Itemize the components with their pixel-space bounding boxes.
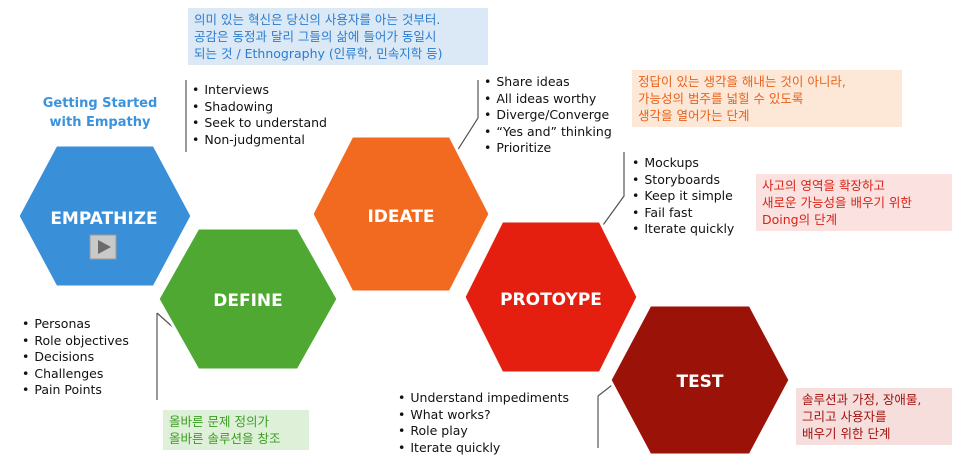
define-hexagon [156, 226, 340, 372]
define-bullet: Pain Points [22, 382, 129, 399]
empathize-bullet: Interviews [192, 82, 327, 99]
tagline-line: Getting Started [42, 96, 158, 111]
ideate-bullet: “Yes and” thinking [484, 124, 611, 141]
test-bullet: What works? [398, 407, 569, 424]
ideate-bullet: All ideas worthy [484, 91, 612, 108]
prototype-note-line: 사고의 영역을 확장하고 [762, 178, 885, 193]
play-button[interactable] [89, 234, 117, 260]
test-note-line: 그리고 사용자를 [802, 409, 887, 424]
define-label: DEFINE [213, 291, 283, 311]
test-note-line: 배우기 위한 단계 [802, 426, 891, 441]
ideate-note-line: 가능성의 범주를 넓힐 수 있도록 [638, 91, 804, 106]
empathize-label: EMPATHIZE [50, 209, 157, 229]
empathy-note-line: 공감은 동정과 달리 그들의 삶에 들어가 동일시 [194, 29, 437, 44]
connector-ideate [449, 80, 479, 163]
prototype-bullet: Mockups [632, 155, 734, 172]
empathy-note-line: 의미 있는 혁신은 당신의 사용자를 아는 것부터. [194, 12, 441, 27]
ideate-bullet: Prioritize [484, 140, 612, 157]
test-bullet: Understand impediments [398, 390, 569, 407]
ideate-label: IDEATE [367, 207, 434, 227]
empathy-note: 의미 있는 혁신은 당신의 사용자를 아는 것부터. 공감은 동정과 달리 그들… [188, 8, 488, 65]
ideate-bullets: Share ideas All ideas worthy Diverge/Con… [484, 74, 612, 157]
prototype-note-line: Doing의 단계 [762, 212, 838, 227]
play-icon [98, 240, 111, 254]
ideate-bullet: Diverge/Converge [484, 107, 612, 124]
empathize-bullet: Shadowing [192, 99, 327, 116]
prototype-label: PROTOYPE [500, 290, 602, 310]
define-bullet: Challenges [22, 366, 129, 383]
empathize-bullets: Interviews Shadowing Seek to understand … [192, 82, 327, 148]
test-bullets: Understand impediments What works? Role … [398, 390, 569, 456]
define-bullet: Decisions [22, 349, 129, 366]
define-note-line: 올바른 솔루션을 창조 [169, 431, 281, 446]
test-label: TEST [676, 372, 723, 392]
ideate-bullet: Share ideas [484, 74, 612, 91]
connector-prototype [597, 152, 625, 233]
ideate-note: 정답이 있는 생각을 해내는 것이 아니라, 가능성의 범주를 넓힐 수 있도록… [632, 70, 902, 127]
define-bullet: Role objectives [22, 333, 129, 350]
ideate-hexagon [310, 134, 492, 294]
define-bullets: Personas Role objectives Decisions Chall… [22, 316, 129, 399]
prototype-bullet: Iterate quickly [632, 221, 734, 238]
prototype-bullet: Storyboards [632, 172, 734, 189]
test-bullet: Iterate quickly [398, 440, 569, 457]
prototype-bullet: Fail fast [632, 205, 734, 222]
prototype-note: 사고의 영역을 확장하고 새로운 가능성을 배우기 위한 Doing의 단계 [756, 174, 952, 231]
empathize-bullet: Non-judgmental [192, 132, 327, 149]
prototype-bullets: Mockups Storyboards Keep it simple Fail … [632, 155, 734, 238]
ideate-note-line: 정답이 있는 생각을 해내는 것이 아니라, [638, 74, 846, 89]
define-bullet: Personas [22, 316, 129, 333]
test-bullet: Role play [398, 423, 569, 440]
define-note-line: 올바른 문제 정의가 [169, 414, 269, 429]
test-note: 솔루션과 가정, 장애물, 그리고 사용자를 배우기 위한 단계 [796, 388, 952, 445]
ideate-note-line: 생각을 열어가는 단계 [638, 108, 750, 123]
test-note-line: 솔루션과 가정, 장애물, [802, 392, 922, 407]
prototype-note-line: 새로운 가능성을 배우기 위한 [762, 195, 912, 210]
prototype-hexagon [462, 219, 640, 375]
test-hexagon [608, 303, 792, 457]
define-note: 올바른 문제 정의가 올바른 솔루션을 창조 [163, 410, 309, 450]
prototype-bullet: Keep it simple [632, 188, 734, 205]
empathize-hexagon [16, 143, 194, 289]
empathize-bullet: Seek to understand [192, 115, 327, 132]
tagline-line: with Empathy [49, 115, 151, 130]
getting-started-tagline: Getting Started with Empathy [30, 94, 170, 132]
empathy-note-line: 되는 것 / Ethnography (인류학, 민속지학 등) [194, 46, 443, 61]
